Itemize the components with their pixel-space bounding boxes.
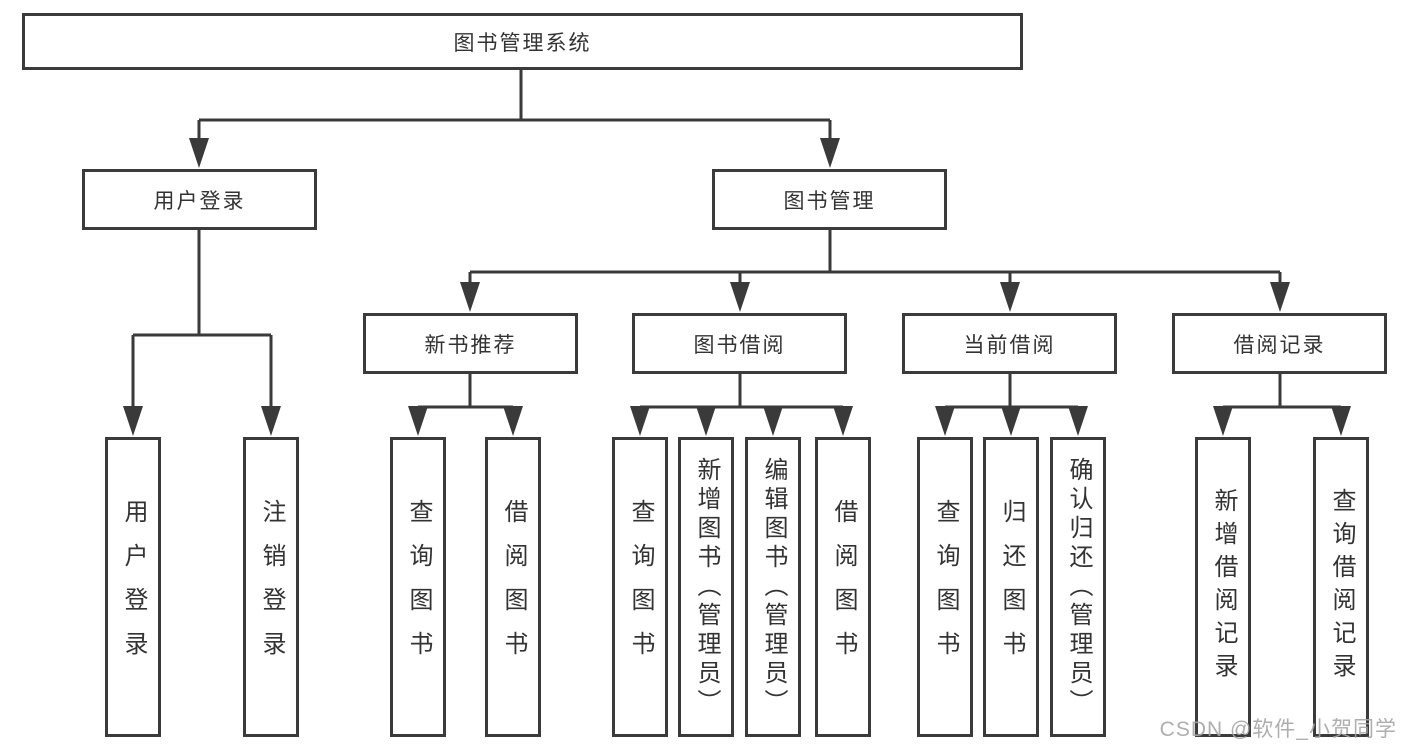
node-user-login: 用户登录 — [82, 169, 317, 230]
leaf-return-books: 归还图书 — [983, 437, 1039, 737]
leaf-user-login: 用户登录 — [105, 437, 161, 737]
node-label: 查询图书 — [405, 499, 432, 675]
leaf-logout: 注销登录 — [243, 437, 299, 737]
node-label: 归还图书 — [998, 499, 1025, 675]
node-label: 图书管理系统 — [453, 31, 592, 55]
node-label: 新书推荐 — [424, 333, 517, 357]
node-label: 编辑图书（管理员） — [760, 456, 787, 718]
node-current-borrowing: 当前借阅 — [902, 313, 1117, 374]
node-label: 图书借阅 — [693, 333, 786, 357]
node-label: 用户登录 — [153, 189, 246, 213]
node-label: 当前借阅 — [963, 333, 1056, 357]
node-label: 用户登录 — [120, 499, 147, 675]
leaf-borrow-books-borrowing: 借阅图书 — [815, 437, 871, 737]
leaf-confirm-return-admin: 确认归还（管理员） — [1050, 437, 1106, 737]
leaf-add-borrow-record: 新增借阅记录 — [1195, 437, 1251, 737]
node-label: 借阅图书 — [830, 499, 857, 675]
node-borrowing-records: 借阅记录 — [1172, 313, 1387, 374]
node-book-borrowing: 图书借阅 — [632, 313, 847, 374]
node-library-management-system: 图书管理系统 — [22, 13, 1023, 70]
node-label: 新增图书（管理员） — [693, 456, 720, 718]
leaf-search-books-recommend: 查询图书 — [390, 437, 446, 737]
leaf-search-borrow-record: 查询借阅记录 — [1313, 437, 1369, 737]
node-label: 注销登录 — [258, 499, 285, 675]
leaf-borrow-books-recommend: 借阅图书 — [485, 437, 541, 737]
node-label: 查询图书 — [932, 499, 959, 675]
node-label: 确认归还（管理员） — [1065, 456, 1092, 718]
watermark: CSDN @软件_小贺同学 — [1159, 718, 1397, 741]
node-book-management: 图书管理 — [712, 169, 947, 230]
leaf-add-book-admin: 新增图书（管理员） — [678, 437, 734, 737]
node-label: 查询图书 — [627, 499, 654, 675]
leaf-search-books-current: 查询图书 — [917, 437, 973, 737]
node-label: 新增借阅记录 — [1210, 488, 1237, 686]
node-label: 借阅记录 — [1233, 333, 1326, 357]
node-label: 查询借阅记录 — [1328, 488, 1355, 686]
leaf-edit-book-admin: 编辑图书（管理员） — [745, 437, 801, 737]
leaf-search-books-borrowing: 查询图书 — [612, 437, 668, 737]
node-label: 图书管理 — [783, 189, 876, 213]
node-label: 借阅图书 — [500, 499, 527, 675]
node-new-book-recommendation: 新书推荐 — [363, 313, 578, 374]
